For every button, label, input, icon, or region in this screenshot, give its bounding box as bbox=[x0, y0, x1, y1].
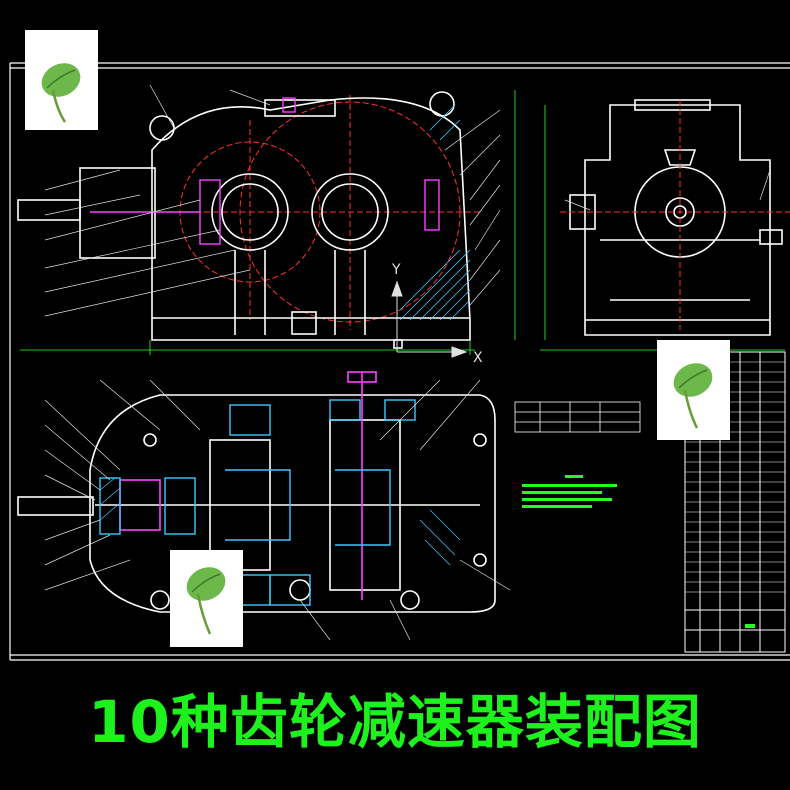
leaf-thumbnail bbox=[170, 550, 243, 647]
y-axis-label: Y bbox=[391, 262, 401, 278]
leaf-thumbnail bbox=[657, 340, 730, 440]
front-view: Y X bbox=[17, 84, 516, 366]
drawing-frame bbox=[9, 62, 790, 661]
leaf-icon bbox=[673, 363, 713, 429]
leaf-thumbnail bbox=[25, 30, 98, 130]
section-view bbox=[17, 371, 511, 641]
side-view bbox=[540, 99, 790, 351]
leaf-icon bbox=[41, 63, 81, 123]
x-axis-label: X bbox=[473, 350, 483, 366]
parts-list-table bbox=[514, 351, 786, 653]
caption-title: 10种齿轮减速器装配图 bbox=[88, 688, 702, 756]
leaf-icon bbox=[186, 567, 226, 635]
